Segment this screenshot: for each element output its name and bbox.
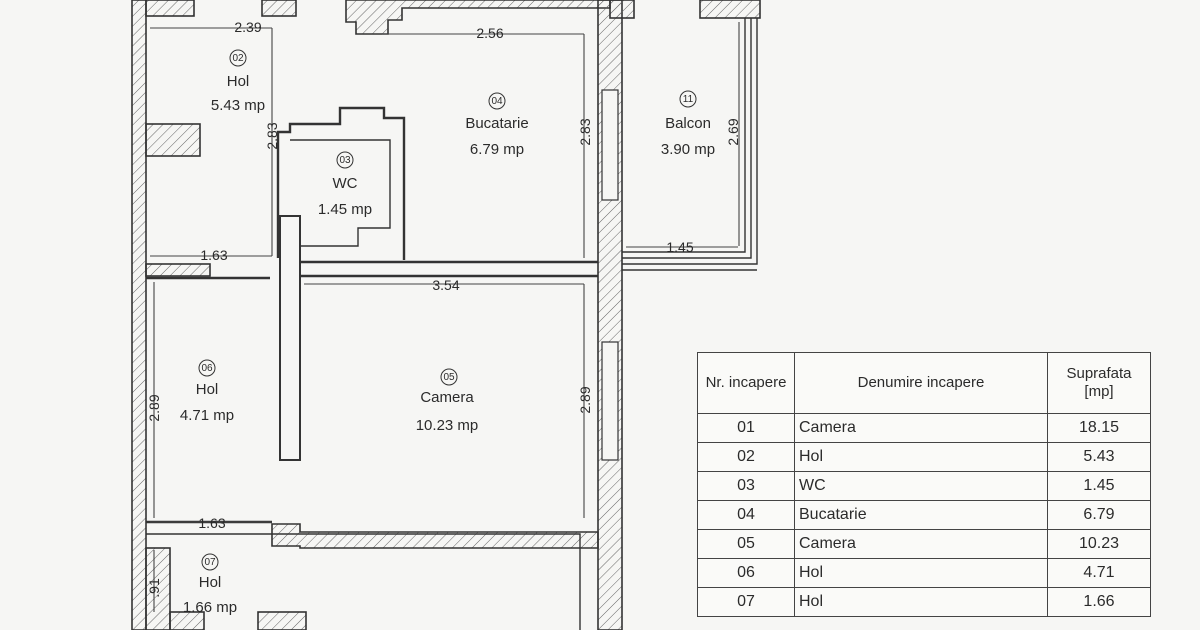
cell-room-number: 06 [697, 558, 795, 588]
hol07-wall [257, 611, 307, 630]
svg-text:WC: WC [333, 175, 358, 192]
cell-room-area: 4.71 [1047, 558, 1151, 588]
top-wall-segment [261, 0, 297, 17]
room-label-hol-02: 02 Hol 5.43 mp [211, 49, 265, 114]
cell-room-area: 1.45 [1047, 471, 1151, 501]
svg-text:11: 11 [683, 94, 694, 105]
svg-text:Hol: Hol [196, 381, 219, 398]
dimension-label: 2.89 [146, 394, 162, 421]
exterior-wall-left [131, 0, 147, 630]
table-header-row: Nr. incapere Denumire incapere Suprafata… [697, 352, 1151, 414]
cell-room-number: 05 [697, 529, 795, 559]
svg-text:07: 07 [204, 557, 216, 568]
dimension-label: .91 [146, 578, 162, 598]
cell-room-area: 10.23 [1047, 529, 1151, 559]
wall-pillar [145, 123, 201, 157]
header-room-area: Suprafata [mp] [1047, 352, 1151, 414]
dimension-label: 2.69 [725, 118, 741, 145]
cell-room-area: 18.15 [1047, 413, 1151, 443]
header-room-name: Denumire incapere [794, 352, 1048, 414]
dimension-label: 2.83 [264, 122, 280, 149]
dimension-label: 2.83 [577, 118, 593, 145]
svg-text:3.90 mp: 3.90 mp [661, 141, 715, 158]
room-label-camera-05: 05 Camera 10.23 mp [416, 368, 479, 434]
table-row: 01 Camera 18.15 [697, 413, 1151, 443]
svg-text:Camera: Camera [420, 389, 474, 406]
cell-room-name: Camera [794, 529, 1048, 559]
wc-walls [276, 106, 406, 260]
room-label-hol-07: 07 Hol 1.66 mp [183, 553, 237, 616]
room-label-bucatarie-04: 04 Bucatarie 6.79 mp [465, 92, 529, 158]
interior-wall-hol-camera [279, 215, 301, 461]
svg-text:Bucatarie: Bucatarie [465, 115, 528, 132]
lower-room-wall [146, 533, 581, 630]
room-label-hol-06: 06 Hol 4.71 mp [180, 359, 234, 424]
svg-text:4.71 mp: 4.71 mp [180, 407, 234, 424]
cell-room-number: 03 [697, 471, 795, 501]
table-row: 02 Hol 5.43 [697, 442, 1151, 472]
cell-room-area: 1.66 [1047, 587, 1151, 617]
header-room-number: Nr. incapere [697, 352, 795, 414]
wall-corner [609, 0, 635, 19]
svg-text:06: 06 [201, 363, 213, 374]
balcony-wall-top [699, 0, 761, 19]
room-label-wc-03: 03 WC 1.45 mp [318, 151, 372, 218]
cell-room-name: Hol [794, 442, 1048, 472]
svg-text:6.79 mp: 6.79 mp [470, 141, 524, 158]
cell-room-number: 02 [697, 442, 795, 472]
balcony-railing [622, 18, 746, 253]
table-row: 03 WC 1.45 [697, 471, 1151, 501]
table-row: 05 Camera 10.23 [697, 529, 1151, 559]
cell-room-number: 07 [697, 587, 795, 617]
cell-room-name: Hol [794, 558, 1048, 588]
top-wall-segment [145, 0, 195, 17]
svg-text:10.23 mp: 10.23 mp [416, 417, 479, 434]
table-row: 07 Hol 1.66 [697, 587, 1151, 617]
camera-lower-wall [271, 523, 599, 549]
hol07-wall [169, 611, 205, 630]
cell-room-number: 01 [697, 413, 795, 443]
window-camera [601, 341, 619, 461]
dimension-label: 2.89 [577, 386, 593, 413]
dimension-label: 2.56 [476, 25, 503, 41]
balcony-railing [622, 18, 758, 265]
table-row: 04 Bucatarie 6.79 [697, 500, 1151, 530]
svg-text:02: 02 [232, 53, 244, 64]
dimension-label: 2.39 [234, 19, 261, 35]
cell-room-name: Hol [794, 587, 1048, 617]
wc-inner-walls [290, 139, 391, 247]
room-area-table: Nr. incapere Denumire incapere Suprafata… [697, 352, 1151, 617]
svg-text:5.43 mp: 5.43 mp [211, 97, 265, 114]
cell-room-area: 5.43 [1047, 442, 1151, 472]
room-label-balcon-11: 11 Balcon 3.90 mp [661, 90, 715, 158]
svg-text:03: 03 [339, 155, 351, 166]
svg-text:Balcon: Balcon [665, 115, 711, 132]
partition-wall [145, 263, 211, 277]
dimension-label: 1.63 [200, 247, 227, 263]
svg-text:Hol: Hol [199, 574, 222, 591]
dimension-label: 1.45 [666, 239, 693, 255]
hol07-wall [145, 547, 171, 630]
svg-text:1.66 mp: 1.66 mp [183, 599, 237, 616]
cell-room-name: WC [794, 471, 1048, 501]
dimension-label: 1.63 [198, 515, 225, 531]
svg-text:05: 05 [443, 372, 455, 383]
svg-text:Hol: Hol [227, 73, 250, 90]
cell-room-number: 04 [697, 500, 795, 530]
svg-text:04: 04 [491, 96, 503, 107]
svg-text:1.45 mp: 1.45 mp [318, 201, 372, 218]
dimension-label: 3.54 [432, 277, 459, 293]
cell-room-name: Camera [794, 413, 1048, 443]
table-row: 06 Hol 4.71 [697, 558, 1151, 588]
cell-room-area: 6.79 [1047, 500, 1151, 530]
cell-room-name: Bucatarie [794, 500, 1048, 530]
balcony-railing [622, 18, 752, 259]
window-kitchen [601, 89, 619, 201]
